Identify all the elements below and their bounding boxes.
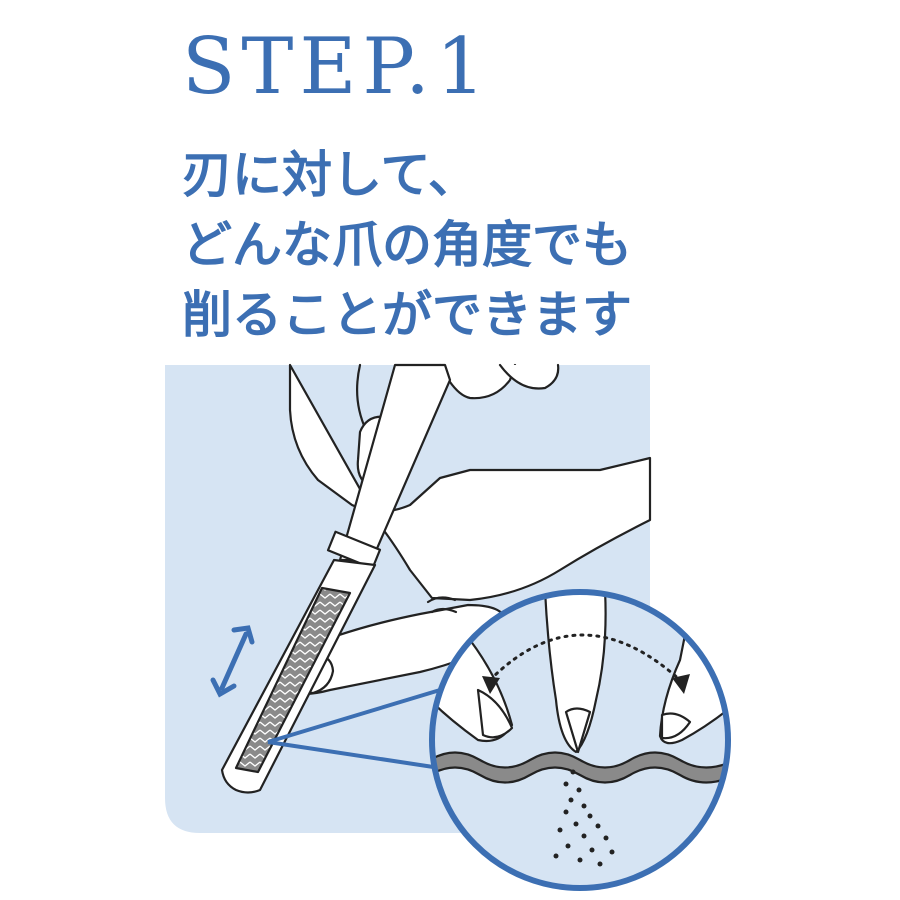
file-surface	[432, 751, 728, 784]
nail-dust	[553, 769, 615, 867]
description-line-1: 刃に対して、	[182, 146, 478, 204]
step-description: 刃に対して、 どんな爪の角度でも 削ることができます	[182, 140, 632, 350]
description-line-3: 削ることができます	[182, 286, 632, 344]
callout-lines	[267, 688, 441, 770]
double-arrow-icon	[210, 625, 255, 698]
dotted-arc-arrow-icon	[482, 633, 690, 694]
description-line-2: どんな爪の角度でも	[182, 216, 632, 274]
magnifier-detail	[429, 589, 731, 891]
step-title: STEP.1	[182, 22, 492, 112]
nail-file	[220, 363, 452, 794]
